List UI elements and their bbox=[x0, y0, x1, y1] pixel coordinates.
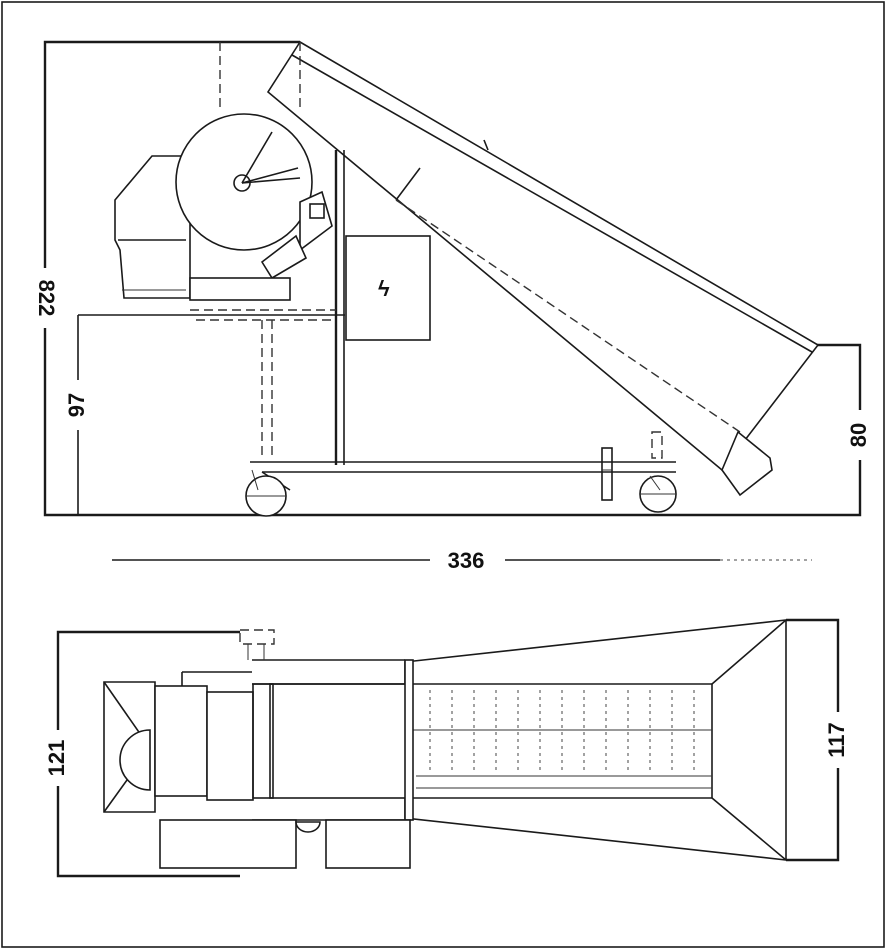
dimension-base-height: 97 bbox=[64, 393, 89, 417]
front-bracket bbox=[651, 431, 663, 459]
tray-diag-bottom bbox=[711, 797, 787, 861]
dimension-frame-left bbox=[43, 40, 862, 517]
top-view: 121 117 bbox=[40, 618, 856, 878]
control-button bbox=[309, 203, 325, 219]
base-knob bbox=[295, 821, 321, 833]
electrical-box bbox=[345, 235, 431, 341]
camera-body-mid bbox=[206, 691, 254, 801]
hopper-nose bbox=[721, 430, 773, 497]
drum-hand-3 bbox=[241, 177, 301, 184]
wheel-front-fork bbox=[649, 475, 661, 491]
tray-diag-top bbox=[711, 619, 787, 685]
dimension-rear-width: 121 bbox=[44, 740, 69, 777]
electrical-symbol: ϟ bbox=[378, 276, 390, 301]
dimension-overall-height: 822 bbox=[34, 280, 59, 317]
camera-body-inner bbox=[252, 683, 274, 799]
label-bg-97 bbox=[62, 380, 96, 430]
dimension-overall-length: 336 bbox=[448, 548, 485, 573]
length-dimension: 336 bbox=[112, 548, 812, 573]
top-clip bbox=[239, 629, 275, 645]
hopper-joint bbox=[395, 167, 421, 201]
dimension-front-width: 117 bbox=[824, 722, 849, 758]
rear-dome bbox=[119, 729, 151, 791]
divider-bar bbox=[404, 659, 414, 821]
base-block-2 bbox=[325, 819, 411, 869]
base-block-1 bbox=[159, 819, 297, 869]
feed-section bbox=[269, 683, 411, 799]
hopper-marker bbox=[483, 139, 489, 151]
label-bg-80 bbox=[842, 410, 878, 460]
tray-flare bbox=[404, 619, 787, 861]
control-panel bbox=[299, 190, 333, 252]
lens-bracket bbox=[260, 234, 308, 280]
drum-hand-1 bbox=[241, 131, 273, 184]
dimension-front-height: 80 bbox=[846, 423, 871, 447]
label-bg-121 bbox=[40, 730, 76, 786]
side-view: ϟ bbox=[28, 40, 878, 517]
label-bg-822 bbox=[28, 268, 62, 328]
drum-hand-2 bbox=[241, 167, 299, 184]
camera-body-top bbox=[154, 685, 208, 797]
rear-leg bbox=[601, 447, 613, 501]
label-bg-117 bbox=[820, 712, 856, 768]
platform bbox=[189, 277, 291, 301]
camera-housing bbox=[114, 155, 191, 299]
wheel-rear-fork bbox=[251, 469, 259, 491]
hopper-inner-edge bbox=[291, 54, 813, 353]
